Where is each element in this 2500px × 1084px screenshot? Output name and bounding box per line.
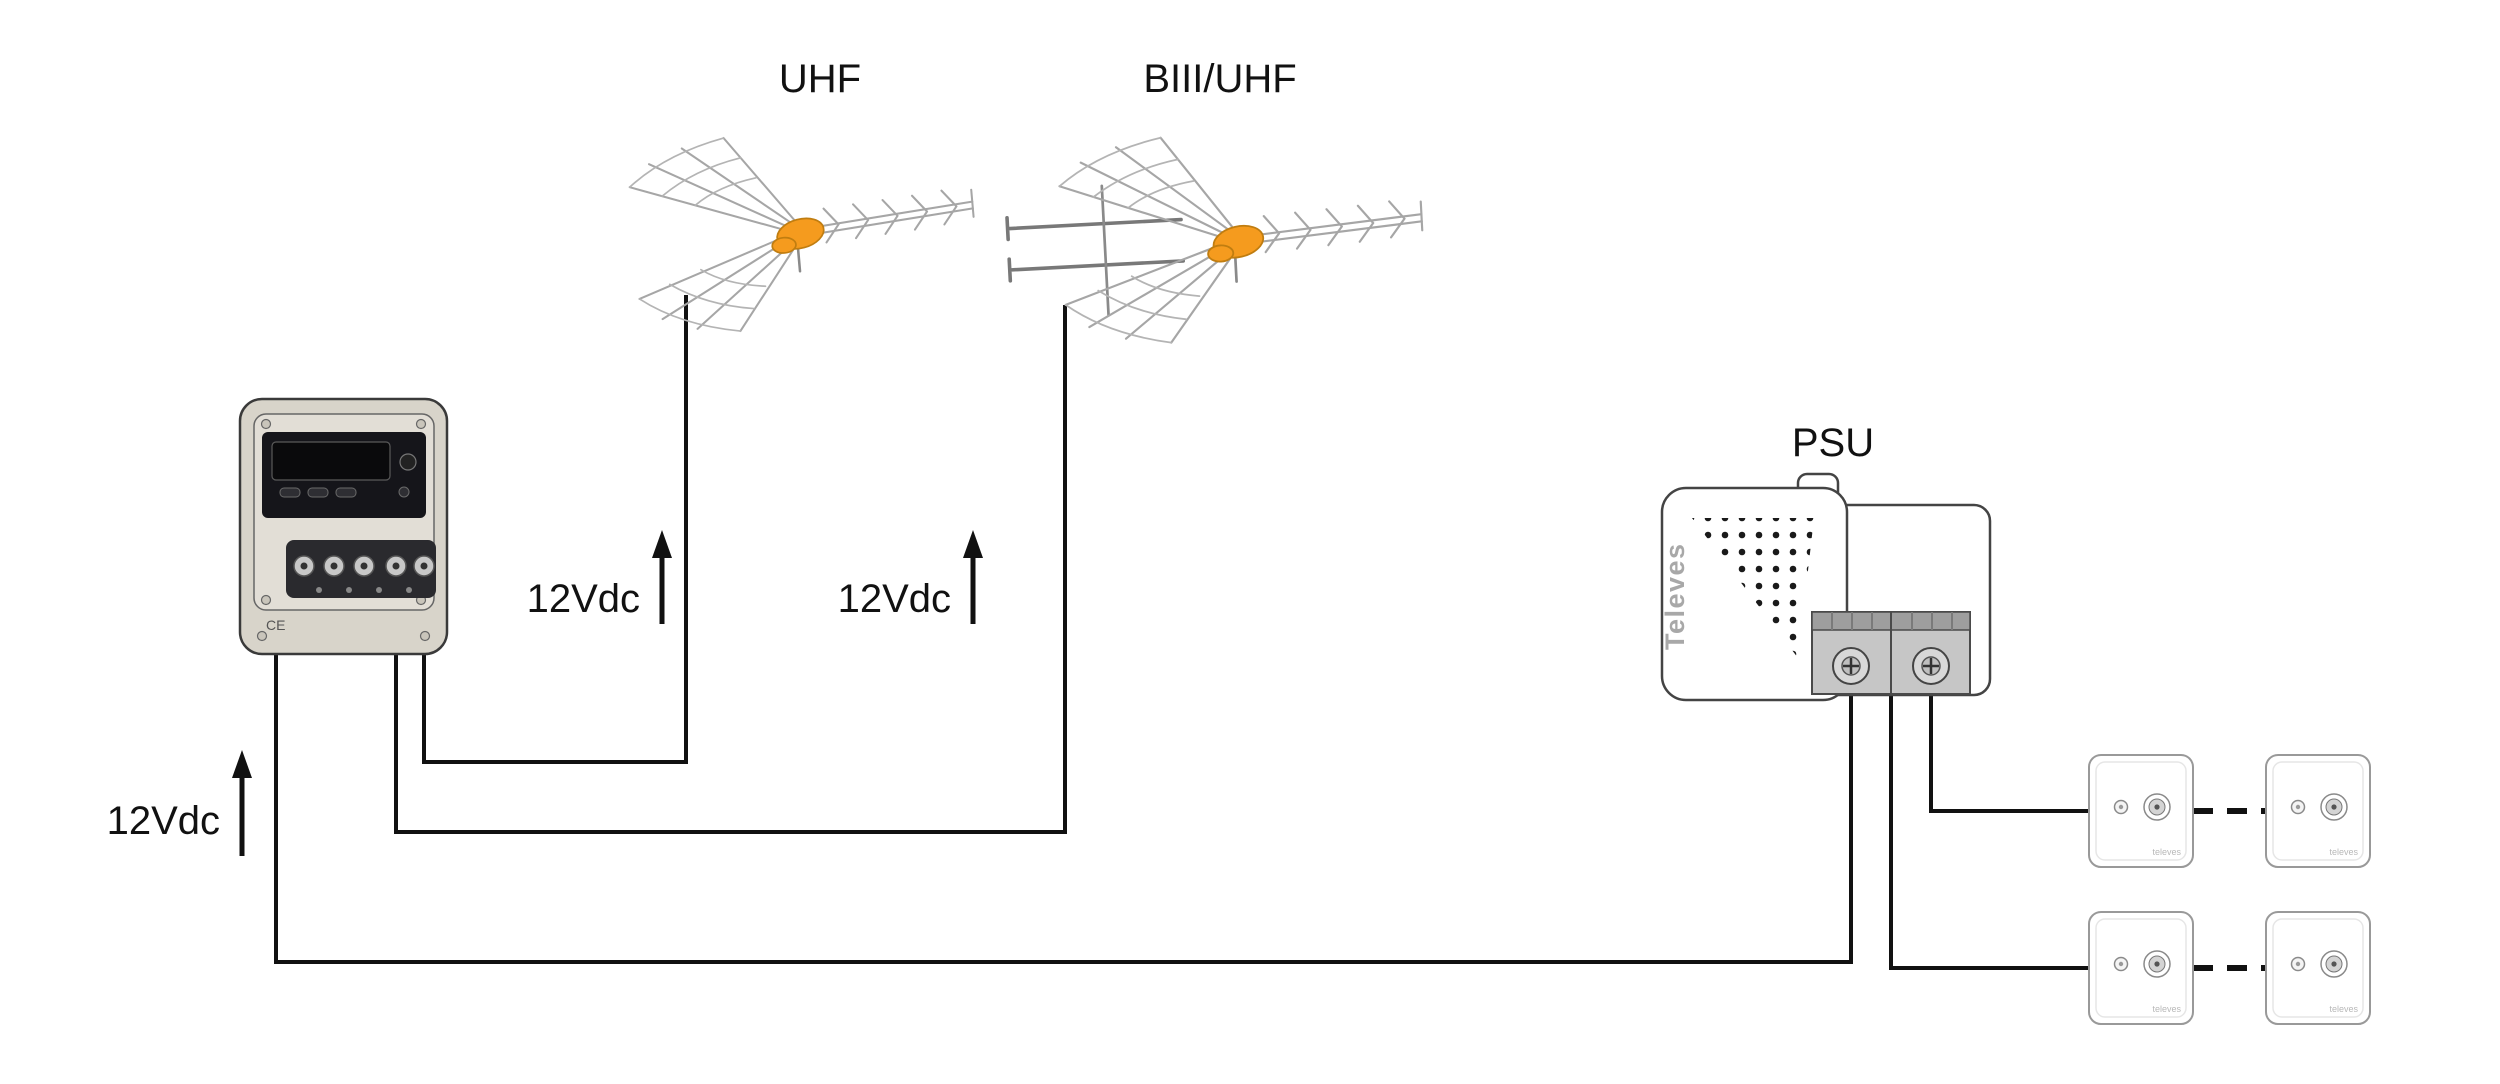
psu-f-connector-left — [1832, 647, 1870, 685]
psu-brand-label: Televes — [1660, 542, 1690, 650]
coax-wire-psu-to-upper-outlets — [1929, 694, 2089, 813]
up-arrow-icon — [232, 750, 252, 778]
biii-uhf-antenna-label: BIII/UHF — [1143, 57, 1296, 101]
psu-label: PSU — [1792, 421, 1874, 465]
coax-wire-uhf-to-amplifier — [422, 295, 688, 764]
tv-outlet-bottom-right — [2265, 911, 2371, 1025]
psu-f-connector-right — [1912, 647, 1950, 685]
supply-label-biii: 12Vdc — [838, 577, 951, 621]
amplifier-knob — [399, 453, 417, 471]
mast-amplifier: CE — [238, 397, 449, 656]
coax-wire-amplifier-to-psu — [274, 654, 1853, 964]
psu-unit: Televes — [1660, 472, 1992, 702]
amplifier-connectors — [293, 555, 435, 593]
supply-label-uhf: 12Vdc — [527, 577, 640, 621]
wiring — [274, 295, 2266, 971]
up-arrow-icon — [963, 530, 983, 558]
supply-arrow-amplifier — [232, 750, 252, 856]
amplifier-buttons — [279, 486, 410, 498]
biii-dipole-elements — [1005, 216, 1186, 283]
supply-arrow-biii — [963, 530, 983, 624]
uhf-antenna — [624, 115, 984, 341]
tv-outlet-top-left — [2088, 754, 2194, 868]
up-arrow-icon — [652, 530, 672, 558]
supply-label-amplifier: 12Vdc — [107, 799, 220, 843]
psu-grille-dots — [1692, 518, 1814, 658]
supply-arrow-uhf — [652, 530, 672, 624]
psu-connector-block — [1811, 611, 1971, 695]
biii-vertical-element — [1100, 184, 1110, 317]
tv-outlet-top-right — [2265, 754, 2371, 868]
coax-wire-biii-to-amplifier — [394, 305, 1067, 834]
uhf-antenna-label: UHF — [779, 57, 861, 101]
biii-uhf-antenna — [1005, 122, 1429, 350]
coax-wire-psu-to-lower-outlets — [1889, 694, 2089, 970]
tv-outlet-bottom-left — [2088, 911, 2194, 1025]
amplifier-ce-mark: CE — [266, 617, 285, 633]
amplifier-display — [271, 441, 391, 481]
